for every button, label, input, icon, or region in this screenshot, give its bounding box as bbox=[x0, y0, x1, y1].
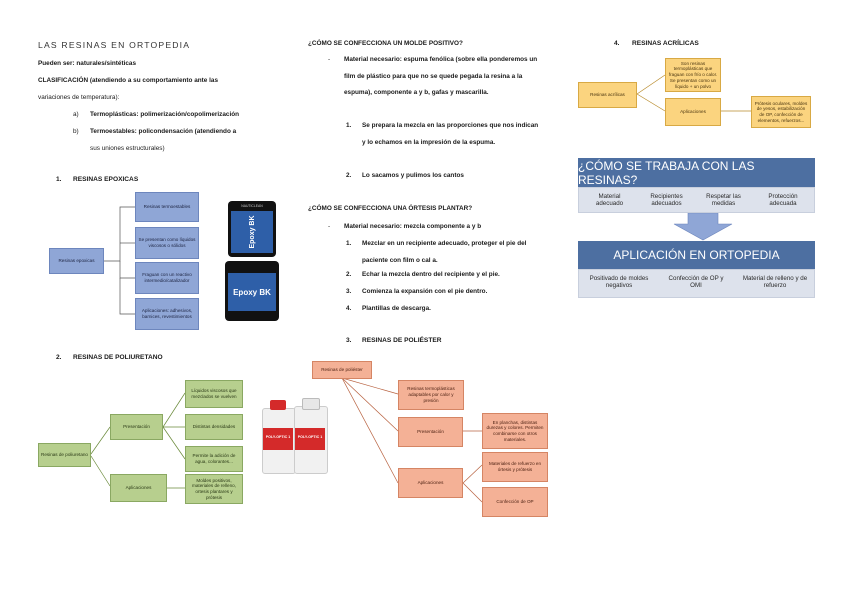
poly-leaf-reinforcement: Materiales de refuerzo en órtesis y prót… bbox=[482, 452, 548, 482]
pu-bottles-image: POLY-OPTIC 1 POLY-OPTIC 1 bbox=[258, 398, 328, 478]
list-item-thermoplastic: Termoplásticas: polimerización/copolimer… bbox=[90, 111, 240, 118]
step-2-2-text: Echar la mezcla dentro del recipiente y … bbox=[362, 271, 500, 278]
step-2-1-text: Mezclar en un recipiente adecuado, prote… bbox=[362, 240, 527, 264]
bullet-2: - bbox=[328, 223, 331, 230]
epoxy-cans-image: NAUTICLEAN Epoxy BK Epoxy BK bbox=[222, 201, 282, 323]
step-1-1-number: 1. bbox=[346, 122, 352, 129]
paragraph-material-molde: Material necesario: espuma fenólica (sob… bbox=[344, 56, 538, 96]
step-2-3-text: Comienza la expansión con el pie dentro. bbox=[362, 288, 488, 295]
epoxy-node-applications: Aplicaciones: adhesivos, barnices, reves… bbox=[135, 298, 199, 330]
list-item-thermoset-cont: sus uniones estructurales) bbox=[90, 145, 165, 152]
poly-node-thermoplastic: Resinas termoplásticas adaptables por ca… bbox=[398, 380, 464, 410]
pu-leaf-applications: Moldes positivos, materiales de relleno,… bbox=[185, 474, 243, 504]
step-2-4-text: Plantillas de descarga. bbox=[362, 305, 431, 312]
can-bottom-label: Epoxy BK bbox=[228, 273, 276, 311]
section-3-title: RESINAS DE POLIÉSTER bbox=[362, 337, 442, 344]
panel-item-confeccion: Confección de OP y OMI bbox=[668, 275, 724, 290]
intro-line-3: variaciones de temperatura): bbox=[38, 94, 120, 101]
step-1-1-text: Se prepara la mezcla en las proporciones… bbox=[362, 122, 539, 146]
section-3-number: 3. bbox=[346, 337, 352, 344]
step-2-4-number: 4. bbox=[346, 305, 352, 312]
poly-node-applications: Aplicaciones bbox=[398, 468, 463, 498]
panel-ortopedia-title: APLICACIÓN EN ORTOPEDIA bbox=[578, 241, 815, 269]
panel-item-positivado: Positivado de moldes negativos bbox=[589, 275, 649, 290]
epoxy-node-catalyst: Fraguan con un reactivo intermedio/catal… bbox=[135, 262, 199, 294]
paragraph-material-ortesis: Material necesario: mezcla componente a … bbox=[344, 223, 482, 230]
poly-leaf-sheets: En planchas, distintas durezas y colores… bbox=[482, 413, 548, 449]
poly-leaf-op: Confección de OP bbox=[482, 487, 548, 517]
section-4-number: 4. bbox=[614, 40, 620, 47]
pu-leaf-densities: Distintas densidades bbox=[185, 414, 243, 440]
poly-node-presentation: Presentación bbox=[398, 417, 463, 447]
list-marker-b: b) bbox=[73, 128, 79, 135]
epoxy-node-presentation: Se presentan como líquidos viscosos o só… bbox=[135, 227, 199, 259]
list-marker-a: a) bbox=[73, 111, 79, 118]
heading-ortesis-plantar: ¿CÓMO SE CONFECCIONA UNA ÓRTESIS PLANTAR… bbox=[308, 205, 473, 212]
panel-ortopedia-body: Positivado de moldes negativos Confecció… bbox=[578, 269, 815, 298]
section-1-number: 1. bbox=[56, 176, 62, 183]
document-title: LAS RESINAS EN ORTOPEDIA bbox=[38, 40, 191, 50]
step-1-2-text: Lo sacamos y pulimos los cantos bbox=[362, 172, 464, 179]
poly-root-node: Resinas de poliéster bbox=[312, 361, 372, 379]
acr-leaf-applications: Prótesis oculares, moldes de yesos, esta… bbox=[751, 96, 811, 128]
pu-leaf-additives: Permite la adición de agua, colorantes..… bbox=[185, 446, 243, 472]
step-2-2-number: 2. bbox=[346, 271, 352, 278]
pu-root-node: Resinas de poliuretano bbox=[38, 443, 91, 467]
step-1-2-number: 2. bbox=[346, 172, 352, 179]
intro-line-1: Pueden ser: naturales/sintéticas bbox=[38, 60, 137, 67]
acr-root-node: Resinas acrílicas bbox=[578, 82, 637, 108]
panel-item-relleno: Material de relleno y de refuerzo bbox=[742, 275, 808, 290]
acr-node-thermoplastic: Son resinas termoplásticas que fraguan c… bbox=[665, 58, 721, 92]
section-2-number: 2. bbox=[56, 354, 62, 361]
epoxy-root-node: Resinas epoxicas bbox=[49, 248, 104, 274]
panel-how-to-work-title: ¿CÓMO SE TRABAJA CON LAS RESINAS? bbox=[578, 158, 815, 187]
acr-node-applications: Aplicaciones bbox=[665, 98, 721, 126]
bottle-label-1: POLY-OPTIC 1 bbox=[265, 435, 291, 439]
step-2-3-number: 3. bbox=[346, 288, 352, 295]
panel-how-to-work-body: Material adecuado Recipientes adecuados … bbox=[578, 187, 815, 213]
bullet-1: - bbox=[328, 56, 331, 63]
panel-item-measures: Respetar las medidas bbox=[706, 193, 741, 208]
pu-node-applications: Aplicaciones bbox=[110, 474, 167, 502]
pu-leaf-viscous: Líquidos viscosos que mezclados se vuelv… bbox=[185, 380, 243, 408]
list-item-thermoset: Termoestables: policondensación (atendie… bbox=[90, 128, 237, 135]
heading-molde-positivo: ¿CÓMO SE CONFECCIONA UN MOLDE POSITIVO? bbox=[308, 40, 463, 47]
step-2-1-number: 1. bbox=[346, 240, 352, 247]
can-top-label: Epoxy BK bbox=[231, 211, 273, 253]
section-2-title: RESINAS DE POLIURETANO bbox=[73, 354, 163, 361]
panel-item-containers: Recipientes adecuados bbox=[650, 193, 683, 208]
pu-node-presentation: Presentación bbox=[110, 414, 163, 440]
panel-item-protection: Protección adecuada bbox=[768, 193, 798, 208]
section-4-title: RESINAS ACRÍLICAS bbox=[632, 40, 699, 47]
section-1-title: RESINAS EPOXICAS bbox=[73, 176, 139, 183]
panel-item-material: Material adecuado bbox=[595, 193, 624, 208]
bottle-label-2: POLY-OPTIC 1 bbox=[297, 435, 323, 439]
intro-line-2: CLASIFICACIÓN (atendiendo a su comportam… bbox=[38, 77, 219, 84]
epoxy-node-thermoset: Resinas termoestables bbox=[135, 192, 199, 222]
can-brand: NAUTICLEAN bbox=[241, 204, 263, 208]
